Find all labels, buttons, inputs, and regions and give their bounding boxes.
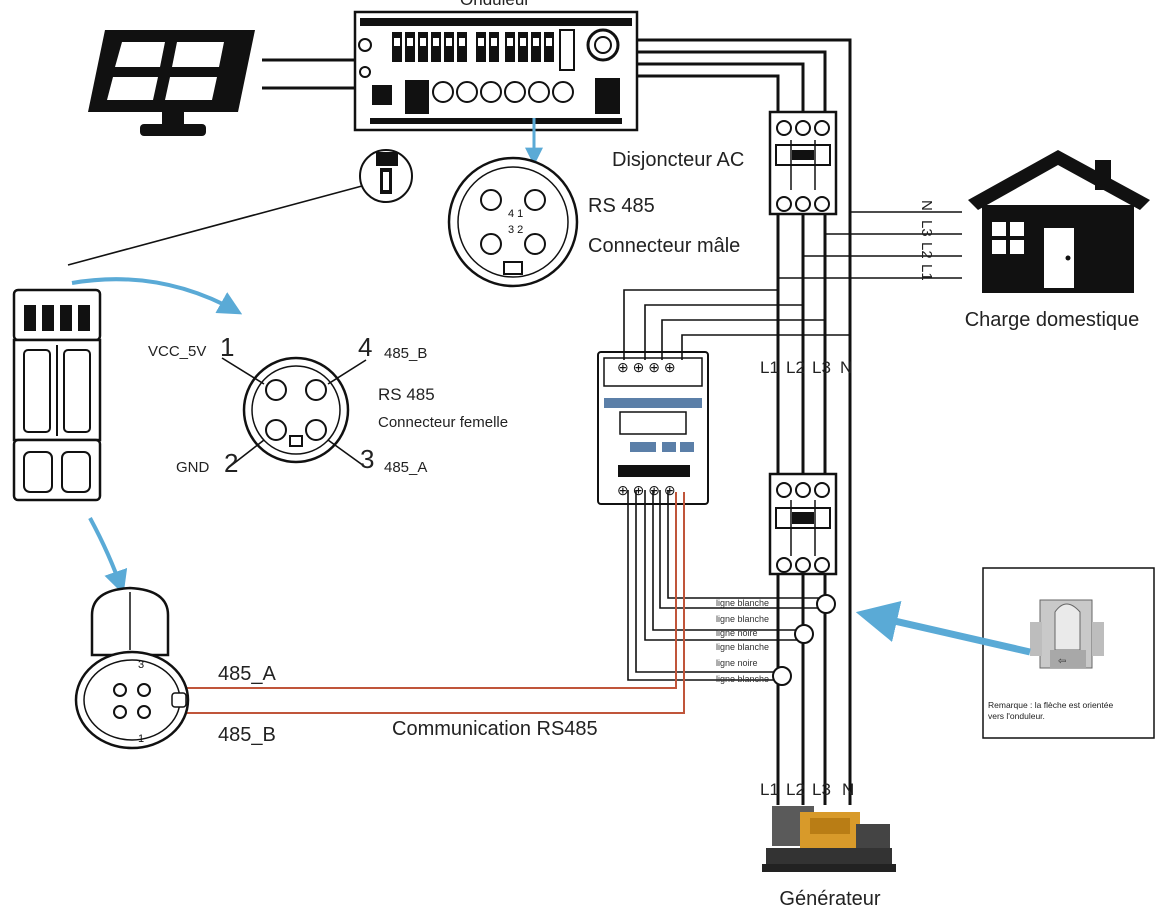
generator-label: Générateur	[779, 888, 881, 910]
conn-a-label: 485_A	[218, 663, 276, 685]
home-load-label: Charge domestique	[965, 309, 1140, 331]
vcc-label: VCC_5V	[148, 343, 206, 360]
svg-text:⊕ ⊕ ⊕ ⊕: ⊕ ⊕ ⊕ ⊕	[617, 482, 676, 498]
rs485-wire-b	[178, 492, 685, 714]
arrow-to-round-connector	[88, 517, 128, 595]
round-connector-icon: 3 1	[74, 586, 190, 750]
cable-connector-icon	[12, 288, 102, 502]
house-n-label: N	[918, 200, 935, 211]
ct-tag-3: ligne noire	[716, 628, 758, 638]
bot-n-label: N	[842, 780, 854, 799]
male-connector-label: Connecteur mâle	[588, 235, 740, 257]
rs485-mid-label: RS 485	[378, 385, 435, 404]
note-arrow	[855, 601, 1031, 656]
ac-breaker-top-icon	[768, 110, 838, 216]
ct-tag-6: ligne blanche	[716, 674, 769, 684]
current-transformer-lines	[627, 490, 825, 681]
mid-l3-label: L3	[812, 358, 831, 377]
gnd-label: GND	[176, 459, 210, 476]
note-box: ⇦	[982, 567, 1155, 739]
svg-text:4 1: 4 1	[508, 208, 523, 220]
svg-text:1: 1	[138, 733, 144, 745]
energy-meter-icon: ⊕ ⊕ ⊕ ⊕ ⊕ ⊕ ⊕ ⊕	[597, 351, 709, 505]
ac-breaker-bottom-icon	[768, 472, 838, 576]
bot-l1-label: L1	[760, 780, 779, 799]
pin-4: 4	[358, 332, 372, 362]
generator-icon	[762, 806, 896, 872]
female-connector-label: Connecteur femelle	[378, 414, 508, 431]
mid-n-label: N	[840, 358, 852, 377]
ct-tag-1: ligne blanche	[716, 598, 769, 608]
inverter-label: Onduleur	[460, 0, 530, 9]
inverter-unit	[353, 10, 639, 132]
mid-l1-label: L1	[760, 358, 779, 377]
pin-1: 1	[220, 332, 234, 362]
svg-text:3: 3	[138, 659, 144, 671]
svg-text:3 2: 3 2	[508, 224, 523, 236]
bot-l2-label: L2	[786, 780, 805, 799]
communication-label: Communication RS485	[392, 718, 598, 740]
arrow-to-female	[71, 277, 243, 315]
ac-breaker-label: Disjoncteur AC	[612, 149, 744, 171]
house-l1-label: L1	[918, 264, 935, 281]
ct-tag-4: ligne blanche	[716, 642, 769, 652]
b485-pin-label: 485_B	[384, 345, 427, 362]
rs485-plug-icon	[359, 149, 413, 203]
house-l2-label: L2	[918, 242, 935, 259]
svg-text:⊕ ⊕ ⊕ ⊕: ⊕ ⊕ ⊕ ⊕	[617, 359, 676, 375]
house-icon	[968, 150, 1150, 293]
house-feed-lines	[778, 211, 962, 279]
rs485-male-connector-icon: 4 1 3 2	[447, 156, 579, 288]
rs485-female-connector-icon	[221, 356, 367, 469]
plug-pointer-line	[67, 185, 363, 266]
solar-panel-icon	[88, 30, 255, 136]
mid-l2-label: L2	[786, 358, 805, 377]
bot-l3-label: L3	[812, 780, 831, 799]
conn-b-label: 485_B	[218, 724, 276, 746]
house-l3-label: L3	[918, 220, 935, 237]
pin-3: 3	[360, 444, 374, 474]
ct-clamp-icons	[772, 594, 836, 686]
svg-text:⇦: ⇦	[1058, 656, 1066, 667]
pin-2: 2	[224, 448, 238, 478]
inverter-ac-lines	[637, 38, 852, 805]
rs485-wire-a	[178, 492, 677, 689]
meter-voltage-lines	[623, 289, 850, 360]
rs485-top-label: RS 485	[588, 195, 655, 217]
ct-tag-5: ligne noire	[716, 658, 758, 668]
ct-tag-2: ligne blanche	[716, 614, 769, 624]
a485-pin-label: 485_A	[384, 459, 427, 476]
